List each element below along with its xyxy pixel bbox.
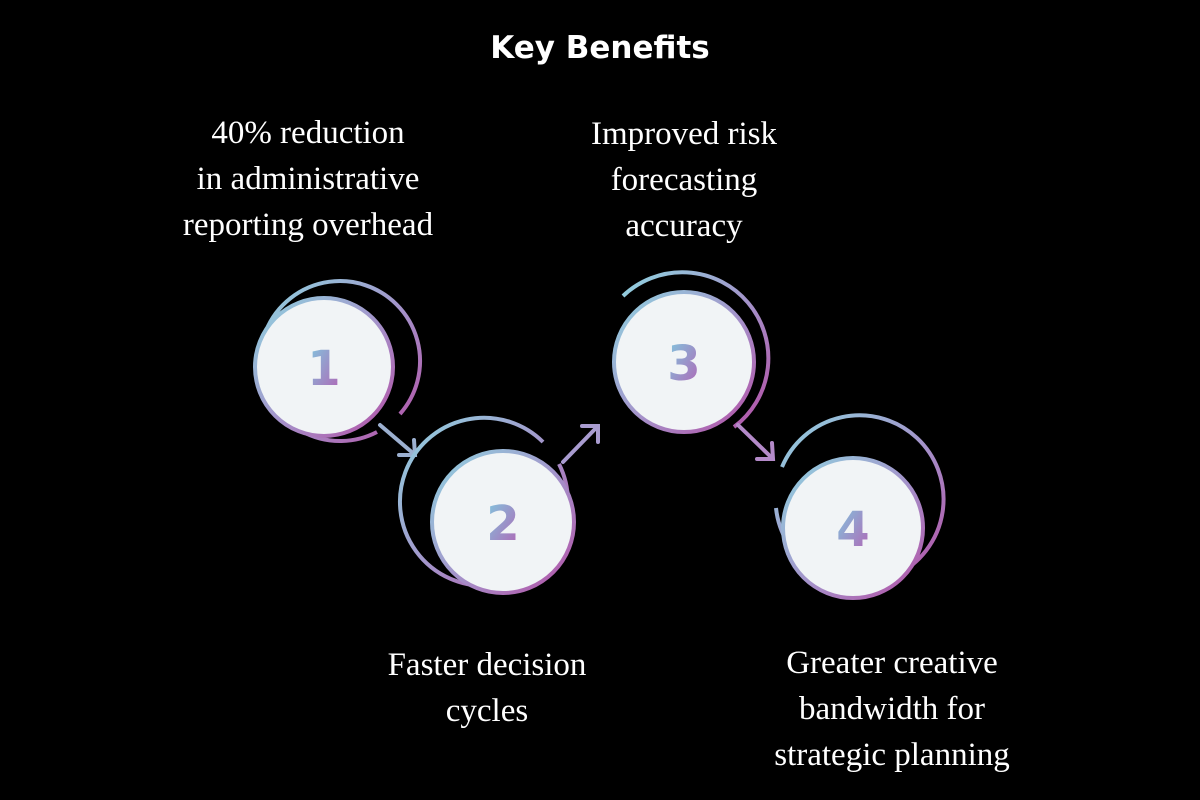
step-4-caption: Greater creative bandwidth for strategic…: [774, 645, 1010, 773]
step-2-caption: Faster decision cycles: [387, 647, 587, 729]
arrow-2-to-3: [561, 424, 600, 464]
step-2-number: 2: [486, 496, 519, 552]
arrow-1-to-2: [378, 423, 418, 457]
step-1: 1: [253, 279, 423, 444]
step-3-caption: Improved risk forecasting accuracy: [590, 116, 778, 244]
step-1-number: 1: [307, 341, 340, 397]
arrow-3-to-4: [736, 423, 776, 461]
step-2-circle: [430, 449, 576, 595]
step-4: 4: [774, 413, 946, 600]
step-3-circle: [612, 290, 756, 434]
diagram-title: Key Benefits: [490, 30, 710, 66]
step-4-circle: [781, 456, 925, 600]
step-1-circle: [253, 296, 395, 438]
step-3-ring: [621, 270, 771, 429]
step-3-number: 3: [667, 336, 700, 392]
step-1-caption: 40% reduction in administrative reportin…: [182, 115, 434, 243]
step-4-number: 4: [836, 502, 869, 558]
step-2: 2: [397, 415, 576, 595]
step-3: 3: [612, 270, 771, 434]
